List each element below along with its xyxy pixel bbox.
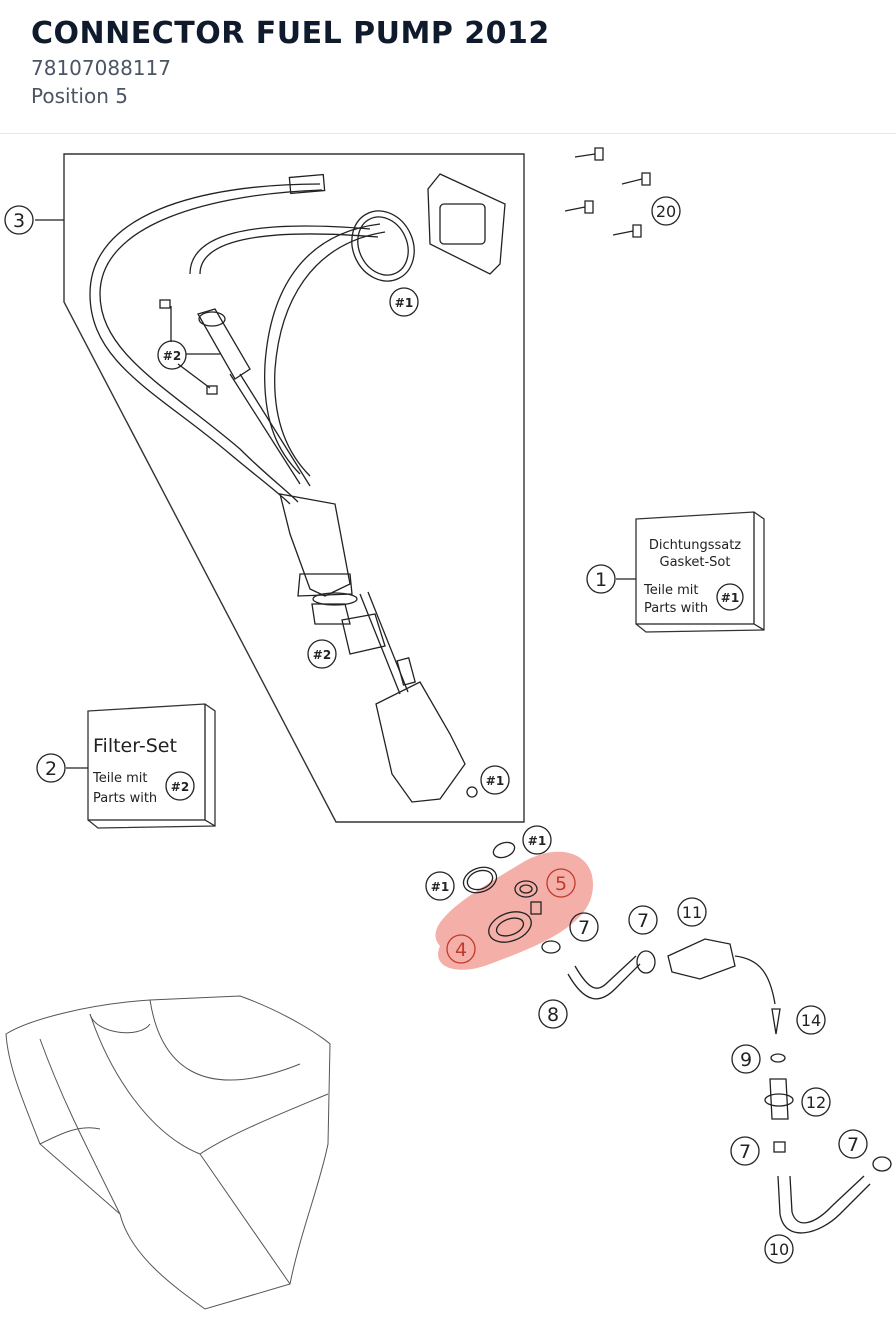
svg-text:7: 7 — [739, 1141, 751, 1163]
svg-text:4: 4 — [455, 939, 467, 961]
svg-text:#1: #1 — [528, 834, 546, 848]
exploded-parts-diagram[interactable]: Dichtungssatz Gasket-Sot Teile mit Parts… — [0, 134, 896, 1335]
callout-1[interactable]: 1 — [586, 564, 616, 594]
svg-text:20: 20 — [656, 202, 676, 221]
callout-12[interactable]: 12 — [801, 1087, 831, 1117]
callout-ref-1d[interactable]: #1 — [425, 871, 455, 901]
page-title: CONNECTOR FUEL PUMP 2012 — [31, 16, 550, 51]
svg-text:#1: #1 — [431, 880, 449, 894]
callout-11[interactable]: 11 — [677, 897, 707, 927]
callout-7d[interactable]: 7 — [838, 1129, 868, 1159]
svg-text:#2: #2 — [313, 648, 331, 662]
gasket-box-line4: Parts with — [644, 601, 708, 616]
svg-text:7: 7 — [578, 917, 590, 939]
callout-ref-2b[interactable]: #2 — [307, 639, 337, 669]
svg-text:7: 7 — [847, 1134, 859, 1156]
svg-text:1: 1 — [595, 569, 607, 591]
svg-text:14: 14 — [801, 1011, 821, 1030]
gasket-box-ref: #1 — [721, 591, 739, 605]
svg-text:12: 12 — [806, 1093, 826, 1112]
svg-text:#1: #1 — [395, 296, 413, 310]
gasket-box-line1: Dichtungssatz — [649, 538, 741, 553]
svg-text:3: 3 — [13, 210, 25, 232]
gasket-box-line3: Teile mit — [643, 583, 698, 598]
callout-2[interactable]: 2 — [36, 753, 66, 783]
svg-text:11: 11 — [682, 903, 702, 922]
filter-box-line1: Filter-Set — [93, 735, 177, 757]
svg-text:10: 10 — [769, 1240, 789, 1259]
svg-text:8: 8 — [547, 1004, 559, 1026]
svg-text:#2: #2 — [163, 349, 181, 363]
filter-box-ref: #2 — [171, 780, 189, 794]
page-header: CONNECTOR FUEL PUMP 2012 78107088117 Pos… — [0, 0, 896, 134]
callout-ref-1c[interactable]: #1 — [522, 825, 552, 855]
filter-set-box: Filter-Set Teile mit Parts with #2 — [87, 703, 216, 829]
connector-parts — [462, 841, 892, 1234]
fuel-tank — [5, 995, 331, 1310]
callout-ref-1b[interactable]: #1 — [480, 765, 510, 795]
fuel-pump-assembly — [63, 153, 525, 823]
callout-ref-2a[interactable]: #2 — [157, 340, 187, 370]
gasket-set-box: Dichtungssatz Gasket-Sot Teile mit Parts… — [635, 511, 765, 633]
callout-7a[interactable]: 7 — [569, 912, 599, 942]
highlight-region[interactable] — [435, 851, 594, 970]
callout-ref-1a[interactable]: #1 — [389, 287, 419, 317]
part-number: 78107088117 — [31, 56, 171, 80]
filter-box-line2: Teile mit — [92, 771, 147, 786]
bolts-group — [564, 147, 651, 238]
svg-text:7: 7 — [637, 910, 649, 932]
callout-9[interactable]: 9 — [731, 1044, 761, 1074]
callout-4[interactable]: 4 — [446, 934, 476, 964]
filter-box-line3: Parts with — [93, 791, 157, 806]
svg-text:9: 9 — [740, 1049, 752, 1071]
position-label: Position 5 — [31, 84, 128, 108]
svg-text:5: 5 — [555, 873, 567, 895]
callout-10[interactable]: 10 — [764, 1234, 794, 1264]
callout-7c[interactable]: 7 — [730, 1136, 760, 1166]
svg-text:2: 2 — [45, 758, 57, 780]
callout-5[interactable]: 5 — [546, 868, 576, 898]
gasket-box-line2: Gasket-Sot — [660, 555, 731, 570]
callout-8[interactable]: 8 — [538, 999, 568, 1029]
svg-text:#1: #1 — [486, 774, 504, 788]
callout-7b[interactable]: 7 — [628, 905, 658, 935]
callout-20[interactable]: 20 — [651, 196, 681, 226]
callout-3[interactable]: 3 — [4, 205, 34, 235]
callout-14[interactable]: 14 — [796, 1005, 826, 1035]
